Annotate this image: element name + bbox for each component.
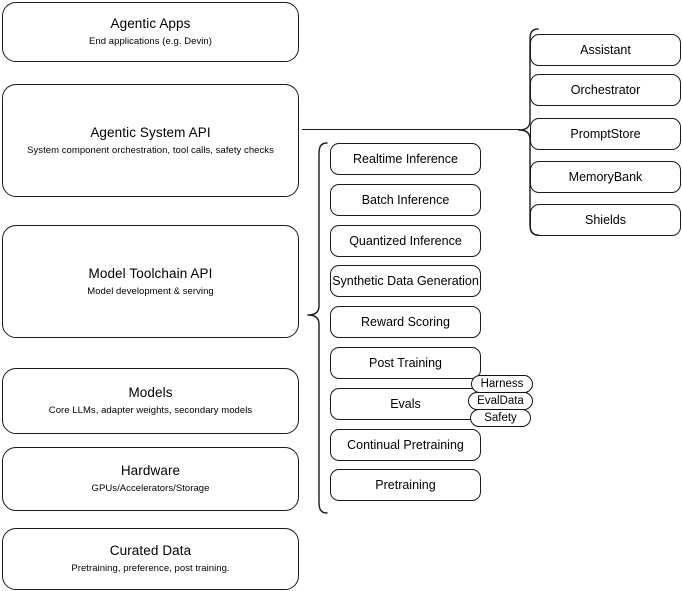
layer-title: Model Toolchain API (88, 265, 213, 281)
capability-box-continual-pretraining[interactable]: Continual Pretraining (330, 429, 481, 461)
capability-label: Evals (390, 396, 421, 411)
capability-box-post-training[interactable]: Post Training (330, 347, 481, 379)
connector-system-api-to-components (302, 129, 520, 131)
layer-box-agentic-apps[interactable]: Agentic Apps End applications (e.g. Devi… (2, 2, 299, 62)
capability-label: Batch Inference (361, 192, 450, 207)
component-label: Shields (585, 212, 626, 227)
component-box-orchestrator[interactable]: Orchestrator (530, 74, 681, 106)
evals-chip-label: Harness (480, 377, 524, 390)
capability-label: Post Training (369, 355, 442, 370)
component-box-shields[interactable]: Shields (530, 204, 681, 236)
capability-box-batch-inference[interactable]: Batch Inference (330, 184, 481, 216)
capability-label: Synthetic Data Generation (332, 273, 479, 288)
evals-chip-safety[interactable]: Safety (470, 409, 531, 427)
layer-box-curated-data[interactable]: Curated Data Pretraining, preference, po… (2, 528, 299, 590)
capability-box-quantized-inference[interactable]: Quantized Inference (330, 225, 481, 257)
layer-title: Agentic Apps (110, 16, 191, 31)
layer-subtitle: End applications (e.g. Devin) (89, 36, 212, 47)
component-label: PromptStore (570, 126, 641, 141)
layer-title: Hardware (120, 463, 181, 478)
capability-box-synthetic-data-generation[interactable]: Synthetic Data Generation (330, 265, 481, 297)
capability-box-pretraining[interactable]: Pretraining (330, 469, 481, 501)
component-box-assistant[interactable]: Assistant (530, 34, 681, 66)
layer-box-models[interactable]: Models Core LLMs, adapter weights, secon… (2, 368, 299, 434)
layer-title: Agentic System API (90, 124, 211, 140)
layer-subtitle: Model development & serving (87, 285, 214, 297)
component-label: MemoryBank (568, 169, 643, 184)
layer-title: Models (128, 385, 173, 400)
layer-subtitle: GPUs/Accelerators/Storage (91, 483, 210, 494)
capability-label: Realtime Inference (353, 151, 458, 166)
capability-box-reward-scoring[interactable]: Reward Scoring (330, 306, 481, 338)
layer-subtitle: Core LLMs, adapter weights, secondary mo… (48, 405, 253, 416)
evals-chip-label: EvalData (477, 394, 524, 407)
brace-toolchain-capabilities (306, 142, 328, 514)
capability-box-evals[interactable]: Evals (330, 388, 481, 420)
component-label: Assistant (580, 42, 631, 57)
layer-box-model-toolchain-api[interactable]: Model Toolchain API Model development & … (2, 225, 299, 338)
component-label: Orchestrator (570, 82, 641, 97)
capability-label: Pretraining (375, 477, 436, 492)
capability-label: Reward Scoring (361, 314, 450, 329)
component-box-promptstore[interactable]: PromptStore (530, 118, 681, 150)
layer-box-agentic-system-api[interactable]: Agentic System API System component orch… (2, 84, 299, 197)
layer-subtitle: Pretraining, preference, post training. (71, 563, 230, 574)
layer-subtitle: System component orchestration, tool cal… (27, 144, 274, 156)
evals-chip-label: Safety (484, 411, 517, 424)
layer-box-hardware[interactable]: Hardware GPUs/Accelerators/Storage (2, 447, 299, 511)
capability-box-realtime-inference[interactable]: Realtime Inference (330, 143, 481, 175)
evals-chip-evaldata[interactable]: EvalData (468, 392, 533, 410)
capability-label: Quantized Inference (349, 233, 462, 248)
capability-label: Continual Pretraining (347, 437, 464, 452)
component-box-memorybank[interactable]: MemoryBank (530, 161, 681, 193)
evals-chip-harness[interactable]: Harness (471, 375, 533, 393)
layer-title: Curated Data (109, 543, 192, 558)
